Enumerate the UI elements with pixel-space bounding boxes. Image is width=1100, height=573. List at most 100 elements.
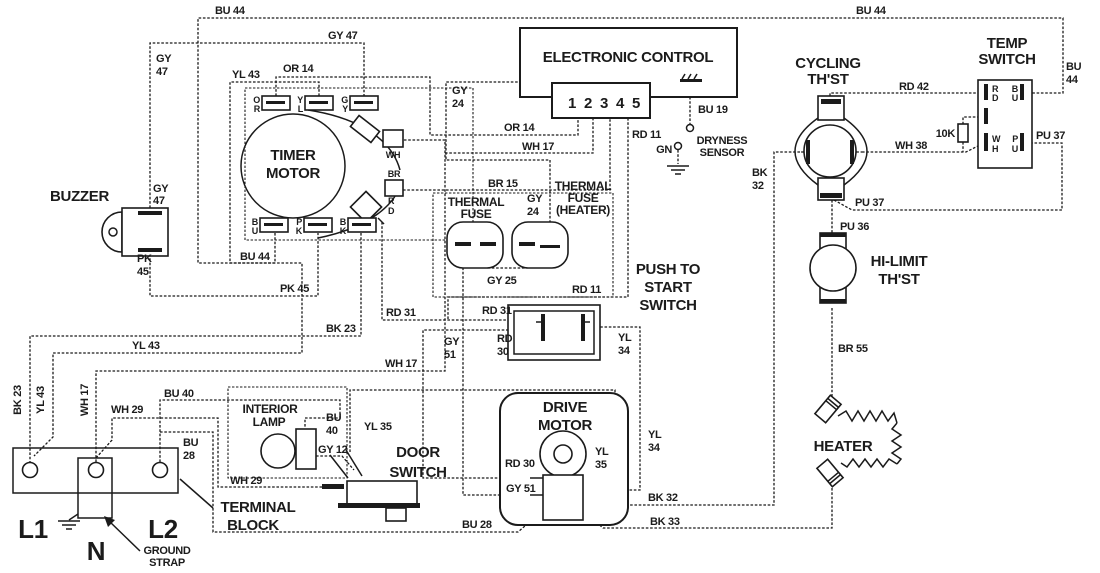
terminal-block-body [12, 447, 179, 494]
temp-bu-label2: U [1012, 93, 1018, 103]
cycling-label-2: TH'ST [807, 71, 848, 88]
hilimit-label-2: TH'ST [878, 271, 919, 288]
drive-motor-connector [542, 474, 584, 521]
ec-pin-1: 1 [568, 95, 576, 112]
label-bu40-lamp-1: BU [326, 412, 342, 424]
ground-icon [667, 165, 689, 175]
wire-wh29 [95, 417, 322, 488]
buzzer-label: BUZZER [50, 188, 109, 205]
label-bk23-vert: BK 23 [12, 385, 24, 415]
label-pk45-buzzer-2: 45 [137, 266, 149, 278]
wire-bk23 [29, 233, 362, 462]
heater-element-right [890, 422, 903, 465]
timer-terminal-wh-label: WH [386, 150, 400, 160]
label-gy12: GY 12 [318, 444, 348, 456]
timer-terminal-yl-label2: L [298, 104, 304, 114]
label-bu19: BU 19 [698, 104, 728, 116]
terminal-n [87, 461, 105, 479]
label-gy47-left-1: GY [156, 53, 172, 65]
thermal-fuse-label-1: THERMAL [448, 195, 505, 209]
temp-resistor [957, 123, 969, 143]
label-yl34-pts-2: 34 [618, 345, 631, 357]
wire-rd42 [829, 92, 984, 96]
door-switch-base [338, 503, 420, 508]
dryness-label-1: DRYNESS [697, 135, 748, 147]
door-switch-pad [322, 484, 344, 489]
wire-wh17-a [95, 139, 446, 462]
lamp-label-1: INTERIOR [243, 402, 299, 416]
terminal-l2 [151, 461, 169, 479]
door-switch-label-1: DOOR [396, 444, 440, 461]
temp-pu-label2: U [1012, 144, 1018, 154]
wire-gy24 [445, 81, 551, 240]
timer-terminal-or-label: O [253, 95, 260, 105]
timer-terminal-br [384, 179, 404, 197]
timer-motor-body [240, 113, 346, 219]
label-gy47-buzzer-1: GY [153, 183, 169, 195]
label-br15: BR 15 [488, 178, 518, 190]
timer-motor: TIMER MOTOR O R Y L G Y B U P K B K WH B… [240, 87, 474, 241]
pts-contact-right [581, 314, 585, 341]
label-bu40-left: BU 40 [164, 388, 194, 400]
ec-pin-5: 5 [632, 95, 640, 112]
label-br55: BR 55 [838, 343, 868, 355]
door-switch-label-2: SWITCH [389, 464, 446, 481]
label-bu44-right-2: 44 [1066, 74, 1079, 86]
timer-rd-lead [377, 217, 385, 225]
label-pk45-mid: PK 45 [280, 283, 309, 295]
thermal-fuse-heater-label-3: (HEATER) [556, 203, 610, 217]
timer-terminal-rd-label2: D [388, 206, 395, 216]
label-gy51-mid-2: 51 [444, 349, 456, 361]
label-gy24-top-2: 24 [452, 98, 465, 110]
hilimit-body [809, 244, 857, 292]
pts-box-outer [507, 304, 601, 361]
lamp-base [295, 428, 317, 470]
label-yl35-motor-1: YL [595, 446, 609, 458]
buzzer: BUZZER [50, 188, 169, 257]
temp-terminal-pu [1020, 133, 1024, 151]
label-rd31-left: RD 31 [386, 307, 416, 319]
cycling-contact-right [850, 140, 854, 164]
door-switch: DOOR SWITCH [322, 444, 447, 522]
wire-bk32 [583, 151, 800, 506]
temp-rd-label2: D [992, 93, 999, 103]
buzzer-horn-dot [108, 227, 118, 237]
label-bk32-top-2: 32 [752, 180, 764, 192]
wire-labels: BU 44 BU 44 BU 44 GY 47 GY 47 GY 47 YL 4… [12, 5, 1082, 531]
temp-wh-label: W [992, 134, 1001, 144]
drive-motor-label-2: MOTOR [538, 417, 593, 434]
label-bk32-bot: BK 32 [648, 492, 678, 504]
label-wh29-left: WH 29 [111, 404, 143, 416]
terminal-l2-label: L2 [148, 514, 178, 544]
label-bk33: BK 33 [650, 516, 680, 528]
label-gy51-mid-1: GY [444, 336, 460, 348]
wire-rd30 [422, 329, 543, 479]
pts-box-inner [513, 310, 595, 355]
dryness-electrode-bar [680, 79, 702, 82]
temp-switch: TEMP SWITCH R D B U W H P U 10K [936, 35, 1036, 169]
label-pu37-right: PU 37 [1036, 130, 1065, 142]
wire-bu40 [159, 399, 341, 462]
terminal-block: L1 N L2 GROUND STRAP TERMINAL BLOCK [12, 447, 296, 569]
wire-bu28 [160, 431, 534, 533]
buzzer-horn [101, 211, 123, 253]
timer-terminal-pk-label: P [296, 217, 302, 227]
label-rd30-pts-2: 30 [497, 346, 509, 358]
timer-terminal-gy-label: G [341, 95, 348, 105]
temp-terminal-bu [1020, 84, 1024, 100]
timer-terminal-rd-label: R [388, 196, 395, 206]
label-pu37-left: PU 37 [855, 197, 884, 209]
wire-yl35 [349, 389, 616, 479]
label-gy24-top-1: GY [452, 85, 468, 97]
wire-gy47 [149, 42, 365, 208]
timer-label-2: MOTOR [266, 165, 321, 182]
wires [29, 17, 1064, 533]
label-gy25: GY 25 [487, 275, 517, 287]
wire-wh17-b [445, 118, 594, 154]
temp-terminal-wh [984, 133, 988, 151]
label-bk23-mid: BK 23 [326, 323, 356, 335]
cycling-thermostat: CYCLING TH'ST [794, 55, 868, 201]
label-rd42: RD 42 [899, 81, 929, 93]
cycling-wing-right [843, 117, 868, 186]
